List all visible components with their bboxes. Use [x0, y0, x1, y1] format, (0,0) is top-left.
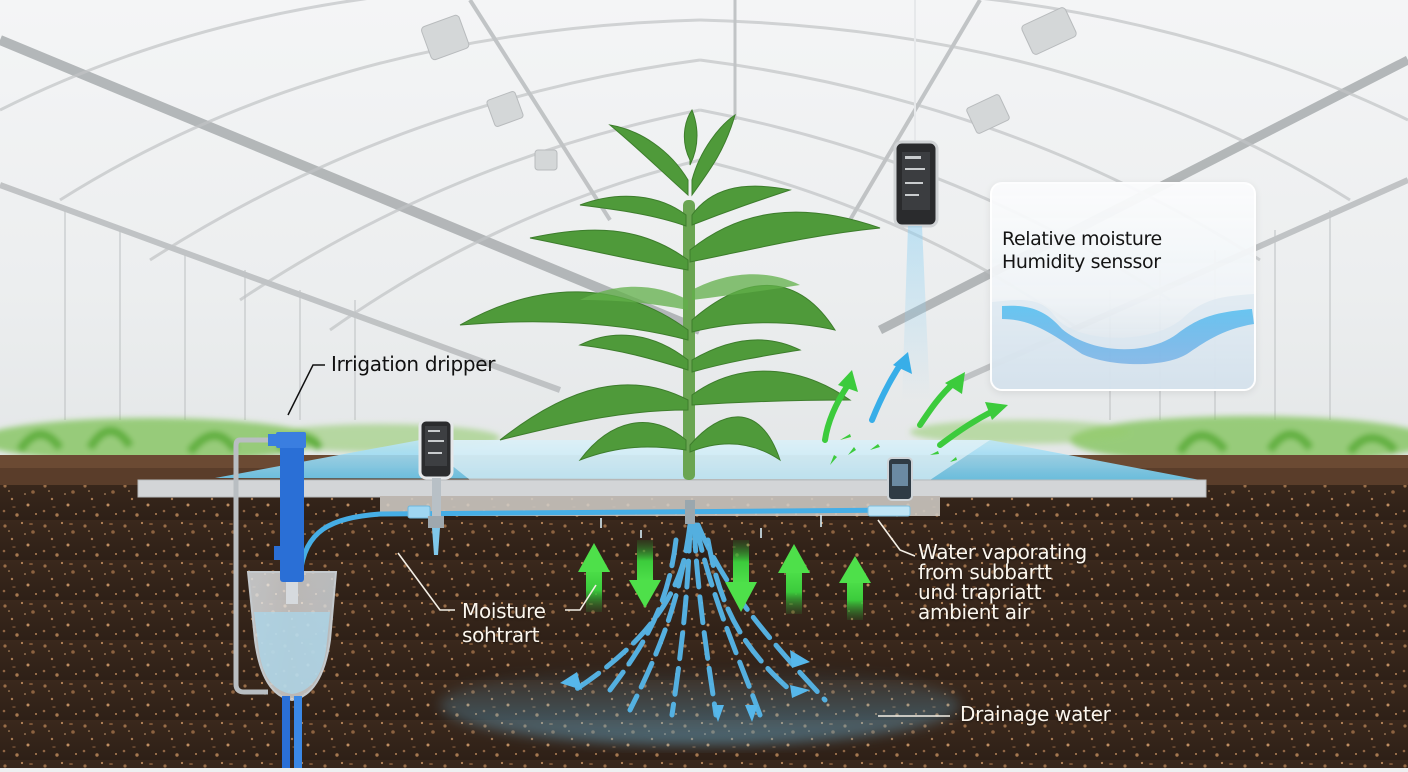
arrow-down-icon — [725, 540, 757, 612]
leader-lines — [287, 364, 325, 416]
label-water-vaporating-line3: und trapriatt — [918, 580, 1042, 604]
infiltration-arrowheads — [560, 650, 810, 722]
arrow-up-icon — [778, 544, 810, 614]
label-water-vaporating: Water vaporating from subbartt und trapr… — [918, 542, 1087, 622]
humidity-card-title-line2: Humidity senssor — [1002, 251, 1161, 273]
soil-moisture-sensor — [418, 418, 454, 555]
arrow-up-icon — [578, 543, 610, 612]
arrow-down-icon — [629, 540, 661, 608]
hanging-humidity-sensor — [893, 0, 939, 400]
label-moisture: Moisture sohtrart — [462, 599, 546, 647]
label-drainage-water: Drainage water — [960, 702, 1111, 726]
greenhouse-lamps — [421, 7, 1077, 171]
label-moisture-line2: sohtrart — [462, 623, 540, 647]
label-water-vaporating-line4: ambient air — [918, 600, 1030, 624]
humidity-card-title-line1: Relative moisture — [1002, 228, 1162, 250]
green-leaf-flecks — [830, 434, 957, 465]
central-plant — [459, 108, 881, 480]
humidity-wave-graphic — [992, 294, 1254, 389]
background-seedlings — [0, 416, 1408, 464]
drainage-mist — [440, 665, 960, 745]
label-water-vaporating-line1: Water vaporating — [918, 540, 1087, 564]
humidity-info-card: Relative moisture Humidity senssor — [990, 182, 1256, 391]
irrigation-dripper — [233, 432, 338, 768]
label-moisture-line1: Moisture — [462, 599, 546, 623]
label-irrigation-dripper: Irrigation dripper — [331, 352, 496, 376]
surface-sensor — [887, 457, 913, 501]
label-water-vaporating-line2: from subbartt — [918, 560, 1052, 584]
arrow-up-icon — [839, 556, 871, 620]
soil-moisture-arrows — [578, 540, 871, 620]
infiltration-streams — [572, 522, 828, 718]
